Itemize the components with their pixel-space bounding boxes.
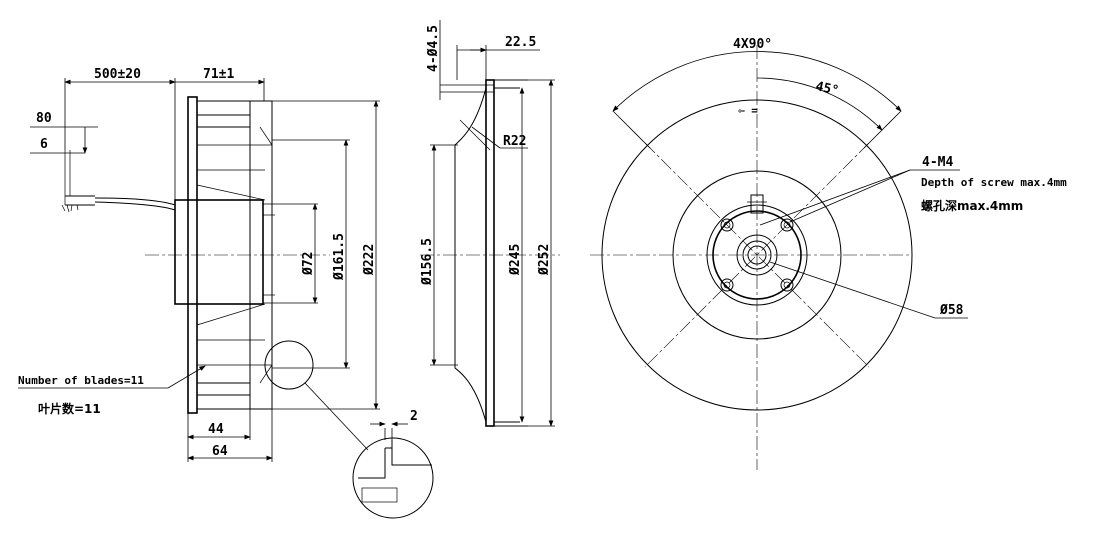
note-screw-depth-en: Depth of screw max.4mm <box>921 176 1067 189</box>
label-4-m4: 4-M4 <box>922 155 953 170</box>
note-blades-en: Number of blades=11 <box>18 374 144 387</box>
note-blades-cn: 叶片数=11 <box>38 401 101 416</box>
dim-22-5: 22.5 <box>505 35 536 50</box>
dim-holes: 4-Ø4.5 <box>426 25 441 72</box>
dim-dia58: Ø58 <box>939 303 964 318</box>
labels: 500±20 71±1 80 6 Ø72 Ø161.5 Ø222 44 64 2… <box>18 25 1067 459</box>
angle-4x90: 4X90° <box>733 37 772 52</box>
dim-dia245: Ø245 <box>508 244 523 276</box>
dim-6: 6 <box>40 137 48 152</box>
dim-dia156-5: Ø156.5 <box>420 238 435 286</box>
dim-r22: R22 <box>503 134 526 149</box>
dim-64: 64 <box>212 444 228 459</box>
angle-45: 45° <box>814 79 840 99</box>
dim-2: 2 <box>410 409 418 424</box>
section-view <box>420 20 560 427</box>
side-view <box>18 78 434 519</box>
dim-80: 80 <box>36 111 52 126</box>
dim-dia222: Ø222 <box>362 244 377 276</box>
front-view <box>590 45 968 470</box>
note-screw-depth-cn: 螺孔深max.4mm <box>921 198 1023 213</box>
dim-motor-depth: 71±1 <box>203 67 234 82</box>
dim-dia252: Ø252 <box>537 244 552 276</box>
dim-44: 44 <box>208 422 224 437</box>
dim-cable-length: 500±20 <box>94 67 141 82</box>
dim-dia161-5: Ø161.5 <box>332 233 347 281</box>
rotation-arrow-mark: ⇦ = <box>738 104 758 117</box>
dim-dia72: Ø72 <box>301 252 316 276</box>
